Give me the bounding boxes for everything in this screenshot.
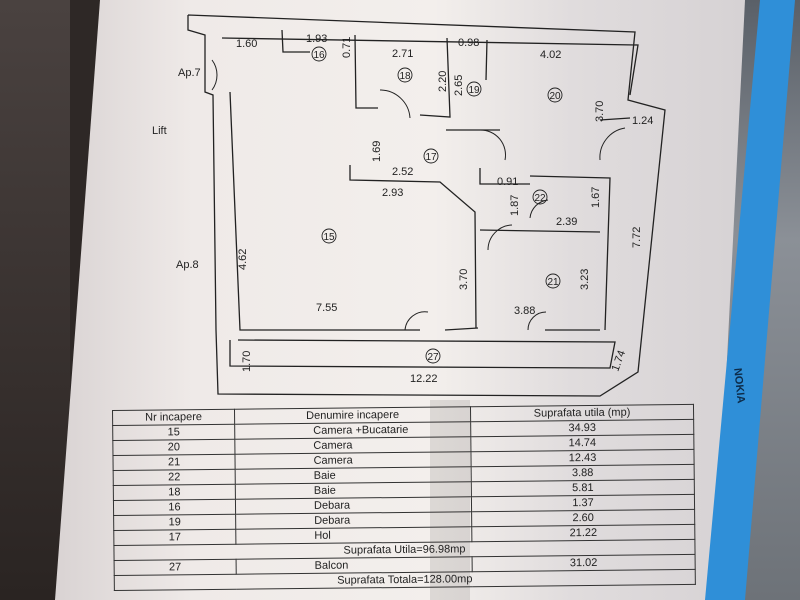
dimension: 1.24	[632, 115, 653, 127]
label-ap8: Ap.8	[176, 259, 199, 271]
room-number: 21	[547, 277, 559, 288]
door-swings	[211, 59, 626, 331]
dimension: 1.70	[241, 351, 253, 372]
dimension: 2.52	[392, 166, 413, 178]
dimension: 4.02	[540, 49, 561, 61]
room-number-cell: 20	[112, 439, 235, 456]
dimension: 4.62	[237, 249, 249, 270]
dimension: 0.91	[497, 176, 518, 188]
dimension: 0.98	[458, 37, 479, 49]
dimension: 3.70	[594, 101, 606, 122]
dimension: 7.72	[631, 227, 643, 248]
dimension: 2.20	[437, 71, 449, 92]
plan-walls	[187, 14, 666, 397]
background-left	[0, 0, 70, 600]
dimension: 3.88	[514, 305, 535, 317]
dimension: 1.93	[306, 33, 327, 45]
label-lift: Lift	[152, 125, 167, 137]
dimension: 1.60	[236, 38, 257, 50]
room-number-cell: 17	[113, 529, 236, 546]
label-ap7: Ap.7	[178, 67, 201, 79]
dimension: 2.93	[382, 187, 403, 199]
room-number-circles	[311, 46, 563, 364]
dimension: 12.22	[410, 373, 438, 385]
dimension-labels: 1.60 1.93 0.71 2.71 2.20 0.98 2.65 4.02 …	[236, 33, 653, 385]
paper-fold-shadow	[430, 400, 470, 600]
room-number: 17	[425, 152, 437, 163]
dimension: 2.39	[556, 216, 577, 228]
room-number-cell: 15	[112, 424, 235, 441]
room-number-cell: 16	[113, 499, 236, 516]
room-number-cell: 22	[113, 469, 236, 486]
room-number: 19	[468, 85, 480, 96]
header-room-number: Nr incapere	[112, 409, 235, 426]
room-number: 16	[313, 50, 325, 61]
room-number-cell: 21	[112, 454, 236, 471]
room-number: 20	[549, 91, 561, 102]
dimension: 1.87	[509, 195, 521, 216]
dimension: 2.71	[392, 48, 413, 60]
room-number-cell: 18	[113, 484, 236, 501]
room-numbers: 16 18 19 20 17 22 15 21 27	[313, 50, 561, 363]
dimension: 0.71	[341, 37, 353, 58]
dimension: 1.69	[371, 141, 383, 162]
room-area-table: Nr incapere Denumire incapere Suprafata …	[112, 404, 696, 591]
dimension: 3.23	[579, 269, 591, 290]
dimension: 2.65	[453, 75, 465, 96]
room-number: 27	[427, 352, 439, 363]
room-number-cell: 27	[114, 559, 237, 576]
dimension: 7.55	[316, 302, 337, 314]
room-number: 22	[534, 193, 546, 204]
room-number: 18	[399, 71, 411, 82]
dimension: 3.70	[458, 269, 470, 290]
room-number-cell: 19	[113, 514, 236, 531]
room-number: 15	[323, 232, 335, 243]
dimension: 1.67	[590, 187, 602, 208]
